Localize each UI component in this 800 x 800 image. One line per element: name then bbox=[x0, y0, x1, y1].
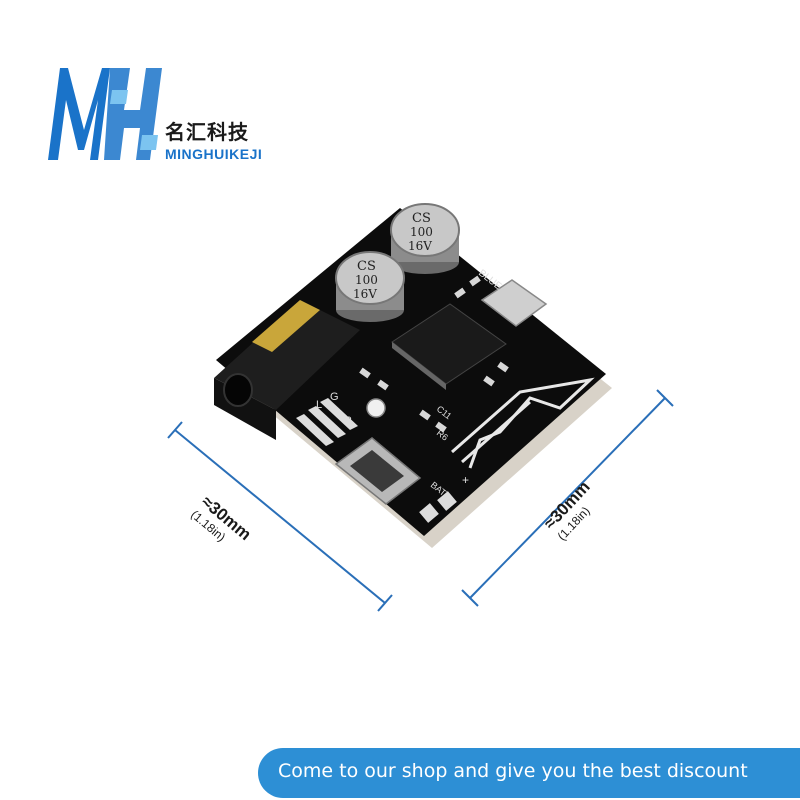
pcb-board bbox=[216, 208, 606, 536]
capacitor-1: CS 100 16V bbox=[390, 203, 460, 274]
micro-usb-port bbox=[334, 437, 422, 505]
main-chip bbox=[391, 303, 507, 390]
pad-label-r: R bbox=[344, 415, 352, 427]
smd-components bbox=[359, 275, 509, 433]
pad-label-l: L bbox=[316, 399, 322, 411]
dimension-line-right bbox=[461, 389, 674, 607]
capacitor-2: CS 100 16V bbox=[335, 251, 405, 322]
antenna-trace bbox=[451, 377, 595, 469]
capacitor-1-label-cs: CS bbox=[412, 211, 431, 226]
brand-logo-icon bbox=[48, 68, 162, 160]
capacitor-1-label-voltage: 16V bbox=[408, 239, 432, 253]
crystal-oscillator bbox=[480, 279, 548, 327]
bat-pad-2 bbox=[437, 491, 457, 511]
audio-jack bbox=[214, 300, 360, 440]
promo-banner bbox=[258, 748, 800, 798]
dimension-line-left bbox=[167, 421, 393, 612]
silk-label-plus: + bbox=[462, 473, 469, 487]
promo-banner-text: Come to our shop and give you the best d… bbox=[278, 760, 748, 782]
pads-lgr bbox=[296, 398, 358, 446]
capacitor-1-label-value: 100 bbox=[410, 225, 433, 239]
mounting-hole bbox=[366, 398, 386, 418]
capacitor-2-label-voltage: 16V bbox=[353, 287, 377, 301]
pad-label-g: G bbox=[330, 391, 339, 403]
capacitor-2-label-cs: CS bbox=[357, 259, 376, 274]
brand-name-cn: 名汇科技 bbox=[165, 120, 249, 144]
capacitor-2-label-value: 100 bbox=[355, 273, 378, 287]
brand-name-en: MINGHUIKEJI bbox=[165, 146, 263, 162]
bat-pad bbox=[419, 503, 439, 523]
